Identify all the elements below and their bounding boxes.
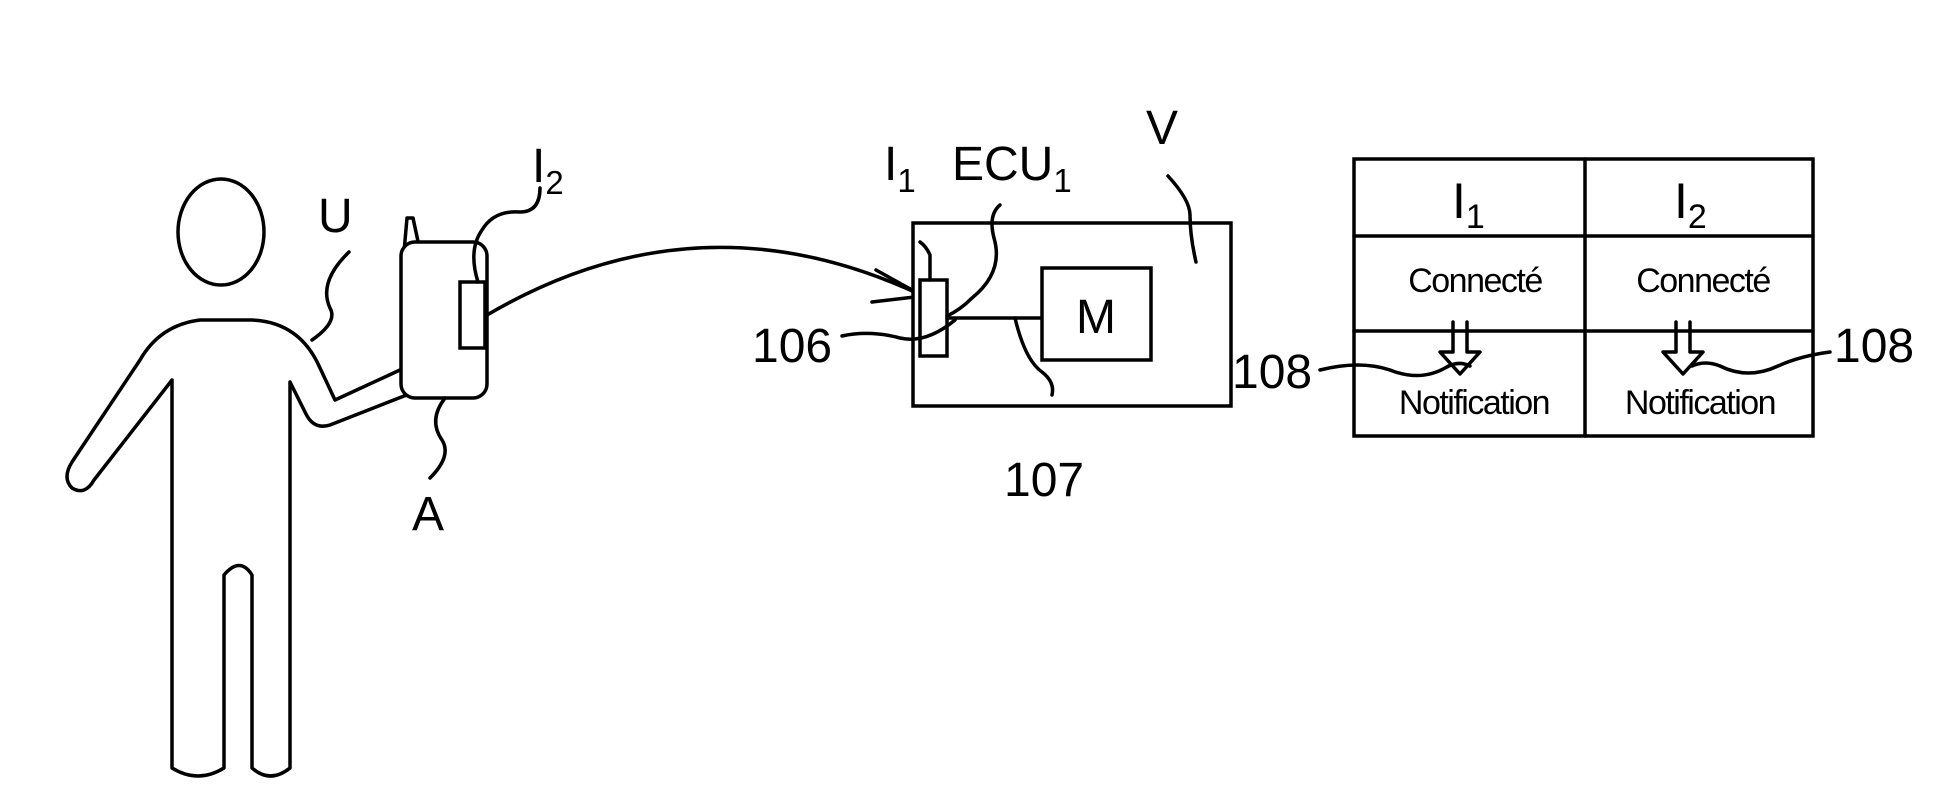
table-result-i2: Notification [1625, 384, 1775, 422]
communication-arc [487, 247, 923, 315]
vehicle-interface-i1 [920, 280, 947, 356]
label-108-left: 108 [1232, 346, 1312, 399]
label-ecu1: ECU1 [952, 138, 1072, 199]
leader-device [430, 398, 445, 478]
label-106: 106 [752, 320, 832, 373]
vehicle: M [913, 223, 1231, 406]
label-device: A [412, 488, 444, 541]
label-user: U [318, 190, 353, 243]
table-result-i1: Notification [1399, 384, 1549, 422]
status-table: I1 Connecté Notification I2 Connecté Not… [1354, 159, 1813, 436]
label-107: 107 [1004, 454, 1084, 507]
user-figure [67, 179, 414, 776]
table-status-i2: Connecté [1636, 262, 1770, 300]
user-body-outline [67, 320, 414, 776]
device-interface-i2 [460, 282, 485, 348]
table-status-i1: Connecté [1408, 262, 1542, 300]
label-vehicle: V [1146, 102, 1178, 155]
label-i1: I1 [884, 138, 916, 199]
label-108-right: 108 [1834, 320, 1914, 373]
user-head [178, 179, 264, 285]
label-module: M [1076, 291, 1116, 344]
leader-user [312, 252, 349, 340]
label-i2: I2 [532, 140, 564, 201]
